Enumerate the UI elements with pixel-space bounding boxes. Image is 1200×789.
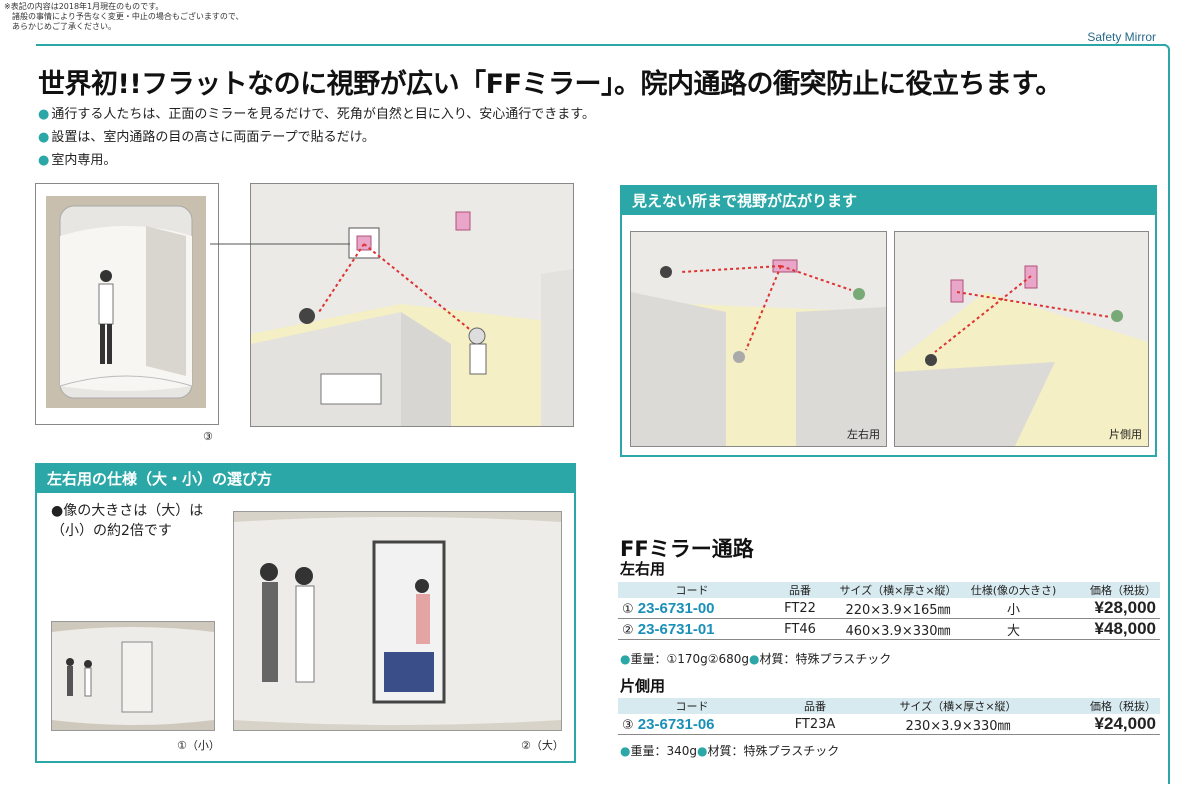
large-mirror-image (234, 517, 561, 725)
both-sides-table: コード 品番 サイズ（横×厚さ×縦） 仕様(像の大きさ) 価格（税抜） ① 23… (618, 582, 1160, 640)
item-number: ③ (622, 717, 634, 733)
table-row: ① 23-6731-00 FT22 220×3.9×165㎜ 小 ¥28,000 (618, 598, 1160, 619)
one-side-label: 片側用 (620, 677, 666, 695)
small-mirror-photo (51, 621, 215, 731)
model-cell: FT46 (766, 618, 834, 640)
bullet-dot-icon: ● (38, 153, 50, 168)
feature-bullet: ●室内専用。 (38, 149, 116, 168)
model-cell: FT23A (766, 714, 864, 735)
col-size: サイズ（横×厚さ×縦） (834, 582, 962, 598)
table-header-row: コード 品番 サイズ（横×厚さ×縦） 仕様(像の大きさ) 価格（税抜） (618, 582, 1160, 598)
corridor-scene-image (251, 184, 573, 426)
mirror-photo (46, 196, 206, 408)
bullet-dot-icon: ● (38, 107, 50, 122)
bullet-text: 通行する人たちは、正面のミラーを見るだけで、死角が自然と目に入り、安心通行できま… (51, 107, 596, 122)
feature-bullet: ●通行する人たちは、正面のミラーを見るだけで、死角が自然と目に入り、安心通行でき… (38, 103, 595, 122)
view-panel: 見えない所まで視野が広がります 左右用 片側用 (620, 185, 1157, 457)
code-cell: ② 23-6731-01 (618, 618, 766, 640)
disclaimer-line: 諸般の事情により予告なく変更・中止の場合もございますので、 (4, 12, 244, 21)
model-cell: FT22 (766, 598, 834, 619)
spec-cell: 小 (962, 598, 1065, 619)
product-title: FFミラー通路 (620, 537, 754, 561)
spec-cell: 大 (962, 618, 1065, 640)
both-sides-footnote: ●重量：①170g②680g●材質：特殊プラスチック (620, 650, 891, 667)
bullet-dot-icon: ● (697, 744, 708, 758)
bullet-dot-icon: ● (620, 744, 631, 758)
one-side-footnote: ●重量：340g●材質：特殊プラスチック (620, 742, 839, 759)
header-rule (36, 44, 1166, 46)
mirror-photo-image (59, 205, 193, 399)
small-mirror-image (52, 627, 214, 725)
bullet-dot-icon: ● (620, 652, 631, 666)
col-price: 価格（税抜） (1065, 582, 1160, 598)
code-cell: ① 23-6731-00 (618, 598, 766, 619)
left-right-scene-image (631, 232, 886, 446)
both-sides-label: 左右用 (620, 560, 666, 578)
size-note-line: （小）の約2倍です (51, 523, 172, 539)
page-headline: 世界初!!フラットなのに視野が広い「FFミラー」。院内通路の衝突防止に役立ちます… (38, 69, 1062, 100)
size-cell: 460×3.9×330㎜ (834, 618, 962, 640)
bullet-dot-icon: ● (38, 130, 50, 145)
size-cell: 220×3.9×165㎜ (834, 598, 962, 619)
size-note-line: ●像の大きさは（大）は (51, 503, 204, 519)
feature-bullet: ●設置は、室内通路の目の高さに両面テープで貼るだけ。 (38, 126, 375, 145)
left-right-illustration: 左右用 (630, 231, 887, 447)
view-panel-title: 見えない所まで視野が広がります (622, 187, 1155, 215)
one-side-scene-image (895, 232, 1148, 446)
product-code: 23-6731-06 (637, 715, 715, 733)
size-note: ●像の大きさは（大）は （小）の約2倍です (51, 501, 203, 541)
price-cell: ¥48,000 (1065, 618, 1160, 640)
product-code: 23-6731-01 (637, 620, 715, 638)
bullet-text: 設置は、室内通路の目の高さに両面テープで貼るだけ。 (51, 130, 375, 145)
large-mirror-photo (233, 511, 562, 731)
page-frame-corner (1164, 44, 1170, 784)
table-header-row: コード 品番 サイズ（横×厚さ×縦） 価格（税抜） (618, 698, 1160, 714)
col-code: コード (618, 698, 766, 714)
callout-line (210, 243, 350, 245)
price-cell: ¥28,000 (1065, 598, 1160, 619)
section-label: Safety Mirror (1087, 30, 1156, 44)
weight-note: 重量：340g (630, 744, 698, 758)
table-row: ② 23-6731-01 FT46 460×3.9×330㎜ 大 ¥48,000 (618, 618, 1160, 640)
small-caption: ①（小） (177, 739, 220, 752)
corridor-illustration (250, 183, 574, 427)
col-model: 品番 (766, 698, 864, 714)
bullet-text: 室内専用。 (51, 153, 117, 168)
col-model: 品番 (766, 582, 834, 598)
item-number: ① (622, 601, 634, 617)
price-cell: ¥24,000 (1052, 714, 1160, 735)
col-code: コード (618, 582, 766, 598)
item-number: ② (622, 622, 634, 638)
one-side-caption: 片側用 (1109, 428, 1142, 441)
disclaimer-note: ※表記の内容は2018年1月現在のものです。 諸般の事情により予告なく変更・中止… (4, 2, 244, 32)
size-cell: 230×3.9×330㎜ (864, 714, 1052, 735)
col-spec: 仕様(像の大きさ) (962, 582, 1065, 598)
material-note: 材質：特殊プラスチック (707, 744, 840, 758)
photo-caption: ③ (203, 430, 213, 443)
mirror-photo-frame (35, 183, 219, 425)
col-price: 価格（税抜） (1052, 698, 1160, 714)
size-panel-title: 左右用の仕様（大・小）の選び方 (37, 465, 574, 493)
weight-note: 重量：①170g②680g (630, 652, 750, 666)
large-caption: ②（大） (521, 739, 564, 752)
size-panel: 左右用の仕様（大・小）の選び方 ●像の大きさは（大）は （小）の約2倍です ①（… (35, 463, 576, 763)
col-size: サイズ（横×厚さ×縦） (864, 698, 1052, 714)
disclaimer-line: あらかじめご了承ください。 (4, 22, 116, 31)
product-code: 23-6731-00 (637, 599, 715, 617)
left-right-caption: 左右用 (847, 428, 880, 441)
code-cell: ③ 23-6731-06 (618, 714, 766, 735)
one-side-table: コード 品番 サイズ（横×厚さ×縦） 価格（税抜） ③ 23-6731-06 F… (618, 698, 1160, 735)
one-side-illustration: 片側用 (894, 231, 1149, 447)
disclaimer-line: ※表記の内容は2018年1月現在のものです。 (4, 2, 164, 11)
bullet-dot-icon: ● (749, 652, 760, 666)
material-note: 材質：特殊プラスチック (759, 652, 892, 666)
table-row: ③ 23-6731-06 FT23A 230×3.9×330㎜ ¥24,000 (618, 714, 1160, 735)
